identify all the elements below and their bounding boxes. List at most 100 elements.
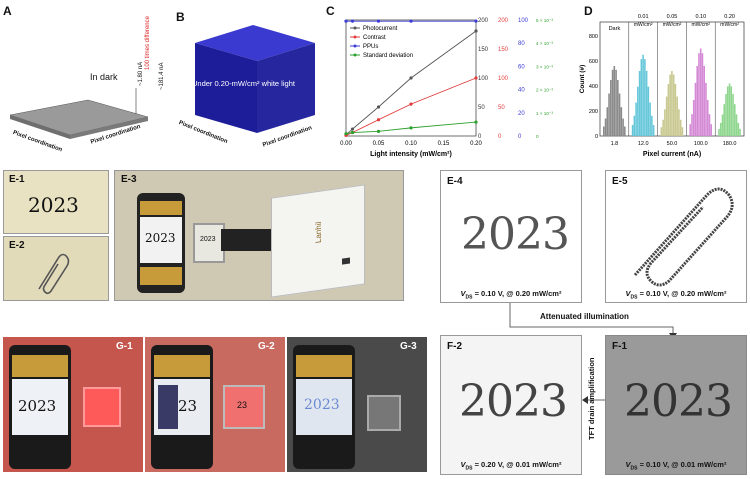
x-axis-label: Light intensity (mW/cm²) — [370, 151, 452, 158]
paperclip-icon — [38, 253, 70, 295]
histogram-bar — [730, 86, 733, 136]
phone-g1-text: 2023 — [18, 397, 57, 415]
data-point — [409, 19, 413, 23]
panel-g2: G-2 23 23 — [145, 337, 285, 472]
panel-g1: G-1 2023 — [3, 337, 143, 472]
panel-label-g2: G-2 — [258, 341, 275, 352]
histogram-bar — [737, 122, 740, 136]
app-header — [296, 355, 352, 377]
panel-f2-caption: VDS = 0.20 V, @ 0.01 mW/cm² — [460, 460, 562, 472]
data-point — [474, 19, 478, 23]
panel-label-f2: F-2 — [447, 341, 462, 352]
panel-e3: E-3 2023 2023 Lanhil — [114, 170, 404, 301]
x-tick-label: 0.10 — [405, 141, 417, 147]
power-port — [342, 257, 350, 265]
histogram-bar — [610, 79, 612, 136]
y-tick-label: 4 × 10⁻³ — [536, 41, 553, 46]
histogram-bar — [718, 128, 720, 136]
x-tick-label: 12.0 — [638, 141, 649, 147]
histogram-bar — [681, 127, 684, 136]
histogram-bar — [620, 107, 623, 136]
x-tick-label: 0.05 — [373, 141, 385, 147]
histogram-bar — [671, 71, 673, 136]
data-point — [376, 118, 381, 122]
panel-label-e4: E-4 — [447, 176, 463, 187]
panel-label-d: D — [584, 4, 593, 18]
panel-f1-text: 2023 — [624, 376, 733, 427]
group-label: 0.01 — [638, 14, 649, 20]
panel-e4-text: 2023 — [461, 209, 570, 260]
screen-image: 2023 — [296, 379, 352, 435]
panel-a-note: In dark — [90, 72, 118, 82]
histogram-bar — [723, 104, 726, 136]
data-point — [376, 129, 381, 133]
histogram-bar — [721, 114, 724, 136]
histogram-bar — [606, 107, 609, 136]
panel-label-g1: G-1 — [116, 341, 133, 352]
panel-e1-text: 2023 — [28, 193, 79, 217]
legend-marker — [353, 35, 357, 39]
x-tick-label: 0.15 — [438, 141, 450, 147]
histogram-bar — [613, 66, 616, 136]
histogram-bar — [618, 93, 621, 136]
y-tick-label: 0 — [478, 134, 482, 140]
histogram-bar — [635, 102, 637, 136]
sensor-g1 — [83, 387, 121, 427]
y-tick-label: 60 — [518, 64, 525, 70]
histogram-bar — [662, 119, 664, 136]
histogram-bar — [719, 122, 722, 136]
histogram-bar — [699, 48, 702, 136]
histogram-bar — [732, 93, 734, 136]
histogram-bar — [679, 119, 682, 136]
y-tick-label: 50 — [478, 105, 485, 111]
histogram-bar — [672, 74, 675, 136]
panel-label-e1: E-1 — [9, 174, 25, 185]
histogram-bar — [604, 118, 607, 136]
group-label: mW/cm² — [720, 22, 739, 28]
tft-arrow — [582, 396, 608, 404]
histogram-bar — [691, 114, 693, 136]
histogram-bar — [735, 114, 738, 136]
x-tick-label: 0.20 — [470, 141, 482, 147]
y-tick-label: 0 — [498, 134, 502, 140]
data-point — [376, 19, 381, 23]
group-label: 0.05 — [667, 14, 678, 20]
screen-image: 23 — [154, 379, 210, 435]
histogram-bar — [665, 96, 668, 136]
y-tick-label: 40 — [518, 88, 525, 94]
y-tick-label: 2 × 10⁻³ — [536, 88, 553, 93]
histogram-bar — [739, 128, 741, 136]
panel-e4-caption: VDS = 0.10 V, @ 0.20 mW/cm² — [460, 289, 562, 301]
data-point — [409, 102, 413, 106]
y-tick-label: 0 — [536, 134, 539, 139]
histogram-bar — [701, 53, 704, 136]
y-tick-label: 100 — [478, 76, 489, 82]
group-label: mW/cm² — [634, 22, 653, 28]
sensor-g2-text: 23 — [237, 400, 248, 410]
histogram-bar — [667, 83, 670, 136]
histogram-bar — [642, 54, 644, 136]
panel-label-g3: G-3 — [400, 341, 417, 352]
histogram-bar — [725, 93, 727, 136]
phone-g3-text: 2023 — [304, 397, 340, 413]
histogram-bar — [652, 125, 655, 136]
panel-b-note: Under 0.20-mW/cm² white light — [192, 79, 295, 88]
legend-marker — [353, 44, 357, 48]
phone-g2: 23 — [151, 345, 213, 469]
x-tick-label: 1.8 — [611, 141, 619, 147]
phone-screen-image: 2023 — [140, 217, 182, 263]
legend-marker — [353, 26, 357, 30]
group-label: Dark — [609, 26, 621, 32]
y-tick-label: 200 — [498, 18, 509, 24]
histogram-bar — [622, 118, 624, 136]
histogram-bar — [611, 69, 614, 136]
histogram-bar — [649, 102, 651, 136]
y-tick-label: 100 — [498, 76, 509, 82]
histogram-bar — [705, 82, 707, 136]
screen-image: 2023 — [12, 379, 68, 435]
sensor-text: 2023 — [200, 236, 216, 243]
panel-label-a: A — [3, 4, 12, 18]
histogram-bar — [708, 114, 711, 136]
histogram-bar — [660, 127, 663, 136]
